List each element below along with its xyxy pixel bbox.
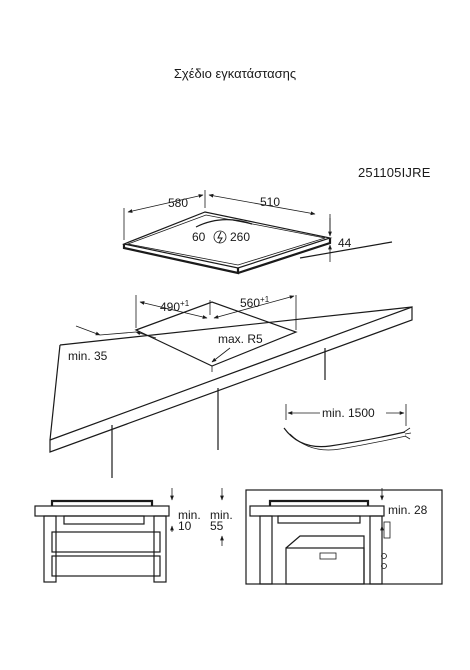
hob-front-edge	[122, 244, 240, 275]
power-min-label: 60	[192, 230, 206, 244]
countertop-edge-top	[299, 241, 393, 259]
countertop-view: 490+1 560+1 max. R5 min. 35	[49, 295, 413, 478]
cable-view: min. 1500	[283, 404, 412, 451]
hob-glass	[126, 214, 326, 266]
countertop-back	[59, 306, 413, 346]
lightning-icon	[217, 231, 223, 244]
width-label: 580	[168, 196, 188, 210]
radius-label: max. R5	[218, 332, 263, 346]
cutout-depth-dimension	[213, 295, 295, 319]
clearance-b-value: 55	[210, 519, 224, 533]
side-view-left: min. 10 min. 55	[34, 488, 233, 583]
front-clearance-line	[99, 331, 137, 336]
front-clearance-label: min. 35	[68, 349, 108, 363]
hob-top	[268, 499, 370, 506]
oven-body	[285, 547, 365, 585]
cabinet-side-right	[153, 515, 167, 583]
cable-wire-inner	[289, 433, 407, 451]
cutout-depth-label: 560+1	[240, 295, 270, 310]
hob-top	[50, 499, 154, 506]
hob-body	[277, 515, 361, 524]
screw	[381, 563, 387, 569]
cable-end	[403, 427, 412, 440]
front-clearance-arrow-left	[75, 325, 101, 336]
hob-side-edge	[237, 238, 332, 275]
radius-leader	[211, 347, 231, 363]
depth-dimension	[208, 193, 316, 216]
width-dimension	[127, 194, 204, 213]
page-title: Σχέδιο εγκατάστασης	[173, 66, 297, 81]
worktop	[34, 505, 170, 517]
depth-label: 510	[260, 195, 280, 209]
oven-top	[285, 535, 365, 584]
screw	[381, 553, 387, 559]
cutout-width-dimension	[139, 301, 208, 319]
clearance-label: min. 28	[388, 503, 428, 517]
cabinet-side-left	[259, 515, 273, 585]
side-view-right: min. 28	[245, 488, 443, 585]
cable-arc	[195, 219, 253, 228]
drawer-bottom	[51, 555, 161, 577]
power-icon	[213, 230, 227, 244]
drawer-top	[51, 531, 161, 553]
cabinet-side-right	[369, 515, 383, 585]
hob-body	[63, 515, 145, 525]
cutout-width-label: 490+1	[160, 299, 190, 314]
hob-outline	[121, 211, 333, 269]
cabinet-side-left	[43, 515, 57, 583]
worktop	[249, 505, 385, 517]
power-max-label: 260	[230, 230, 250, 244]
countertop-left	[49, 344, 61, 441]
cable-length-label: min. 1500	[322, 406, 375, 420]
bracket	[383, 521, 391, 539]
height-label: 44	[338, 236, 352, 250]
countertop-front	[49, 306, 413, 453]
drawing-code: 251105IJRE	[358, 165, 431, 180]
front-clearance-arrow-right	[135, 331, 157, 339]
oven-knob	[319, 552, 337, 560]
cable-wire	[283, 427, 406, 448]
clearance-a-min: min.	[178, 508, 201, 522]
hob-top-view: 60 260 580 510 44	[121, 190, 393, 275]
clearance-b-min: min.	[210, 508, 233, 522]
clearance-a-value: 10	[178, 519, 192, 533]
